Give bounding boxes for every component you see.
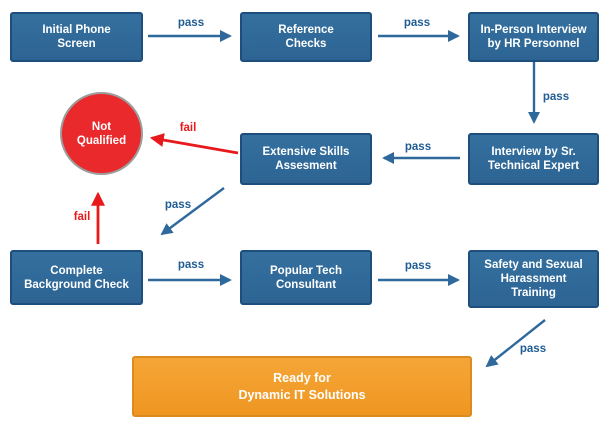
node-in-person-interview: In-Person Interview by HR Personnel [468, 12, 599, 62]
edge-label-pass-initial-reference: pass [177, 17, 205, 29]
node-popular-tech-consultant: Popular Tech Consultant [240, 250, 372, 305]
node-extensive-skills-assesment: Extensive Skills Assesment [240, 133, 372, 185]
node-interview-sr-technical: Interview by Sr. Technical Expert [468, 133, 599, 185]
edge-label-pass-skills-background: pass [164, 199, 192, 211]
node-complete-background-check: Complete Background Check [10, 250, 143, 305]
edge-label-pass-srtechnical-skills: pass [404, 141, 432, 153]
edge-label-pass-inperson-srtechnical: pass [542, 91, 570, 103]
node-initial-phone-screen: Initial Phone Screen [10, 12, 143, 62]
node-ready-dynamic-it-solutions: Ready for Dynamic IT Solutions [132, 356, 472, 417]
edge-label-pass-training-ready: pass [519, 343, 547, 355]
node-reference-checks: Reference Checks [240, 12, 372, 62]
edge-label-pass-background-consultant: pass [177, 259, 205, 271]
edge-label-fail-skills-notqualified: fail [179, 122, 197, 134]
edge-label-pass-consultant-training: pass [404, 260, 432, 272]
node-not-qualified: Not Qualified [60, 92, 143, 175]
arrow-training-to-ready [485, 319, 546, 368]
arrow-skills-pass-to-background [160, 187, 225, 236]
edge-label-pass-reference-inperson: pass [403, 17, 431, 29]
node-safety-harassment-training: Safety and Sexual Harassment Training [468, 250, 599, 308]
arrow-skills-fail-to-notqualified [149, 133, 239, 155]
edge-label-fail-background-notqualified: fail [73, 211, 91, 223]
